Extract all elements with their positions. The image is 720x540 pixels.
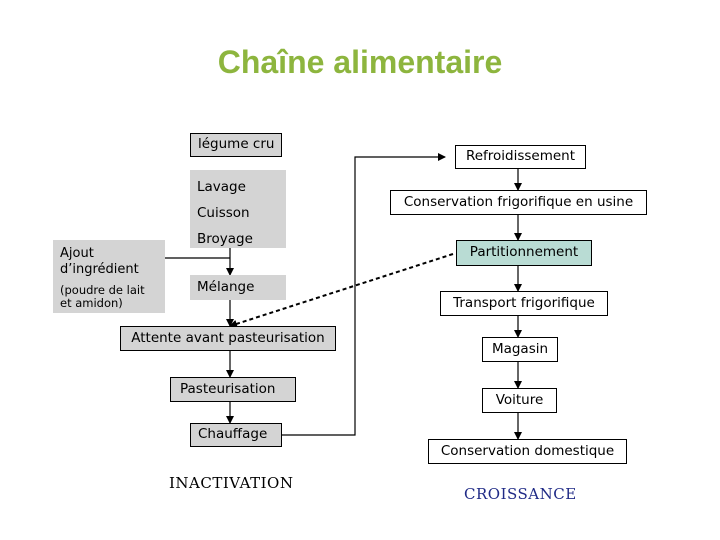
- attente-label: Attente avant pasteurisation: [131, 329, 325, 346]
- ajout-detail-1: (poudre de lait: [60, 283, 145, 297]
- refroidissement-label: Refroidissement: [465, 148, 576, 165]
- page-title: Chaîne alimentaire: [217, 44, 503, 80]
- conservation-usine-box: Conservation frigorifique en usine: [390, 190, 647, 215]
- ajout-label-2: d’ingrédient: [60, 262, 139, 277]
- arrow-chauffage-to-refroidissement: [282, 153, 446, 436]
- magasin-box: Magasin: [482, 337, 558, 362]
- pasteurisation-box: Pasteurisation: [170, 377, 296, 402]
- melange-label: Mélange: [197, 278, 255, 295]
- partitionnement-box: Partitionnement: [456, 240, 592, 266]
- broyage-label: Broyage: [197, 231, 253, 247]
- partitionnement-label: Partitionnement: [469, 244, 579, 261]
- ajout-detail-2: et amidon): [60, 296, 123, 310]
- attente-box: Attente avant pasteurisation: [120, 326, 336, 351]
- preparation-group: Lavage Cuisson Broyage: [190, 170, 286, 248]
- chauffage-label: Chauffage: [198, 426, 268, 443]
- conservation-usine-label: Conservation frigorifique en usine: [403, 193, 634, 210]
- voiture-label: Voiture: [495, 391, 544, 408]
- transport-label: Transport frigorifique: [453, 294, 595, 311]
- magasin-label: Magasin: [491, 340, 549, 357]
- pasteurisation-label: Pasteurisation: [180, 380, 276, 397]
- croissance-label: CROISSANCE: [464, 485, 577, 503]
- legume-cru-box: légume cru: [190, 133, 282, 157]
- refroidissement-box: Refroidissement: [455, 145, 586, 169]
- inactivation-label: INACTIVATION: [169, 474, 294, 492]
- voiture-box: Voiture: [482, 388, 557, 413]
- chauffage-box: Chauffage: [190, 423, 282, 447]
- conservation-domestique-label: Conservation domestique: [440, 442, 615, 459]
- legume-cru-label: légume cru: [198, 136, 275, 153]
- cuisson-label: Cuisson: [197, 205, 250, 221]
- ajout-label-1: Ajout: [60, 246, 94, 261]
- conservation-domestique-box: Conservation domestique: [428, 439, 627, 464]
- melange-box: Mélange: [190, 275, 286, 300]
- lavage-label: Lavage: [197, 179, 246, 195]
- ajout-ingredient-box: Ajout d’ingrédient (poudre de lait et am…: [53, 240, 165, 313]
- transport-box: Transport frigorifique: [440, 291, 608, 316]
